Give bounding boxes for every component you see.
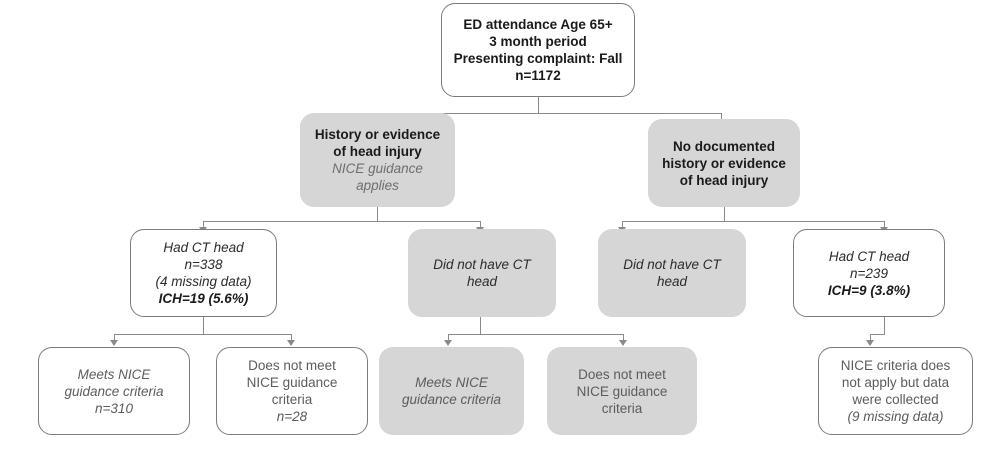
- nicena-line-4: (9 missing data): [847, 409, 944, 424]
- arrow-to-nice-na: [866, 340, 874, 346]
- noctleft-line-2: head: [466, 274, 498, 289]
- arrow-to-meets-mid: [444, 340, 452, 346]
- root-line-1: ED attendance Age 65+: [463, 17, 613, 32]
- connector-noctleft-left-drop: [448, 334, 450, 343]
- root-line-2: 3 month period: [489, 34, 587, 49]
- connector-hiy-left-drop: [203, 221, 205, 230]
- meetsmid-line-2: guidance criteria: [401, 392, 502, 407]
- hin-line-2: history or evidence: [662, 155, 786, 171]
- connector-noctleft-bar: [448, 334, 624, 336]
- hin-line-3: of head injury: [679, 172, 769, 188]
- arrow-to-not-meets-left: [287, 340, 295, 346]
- hiy-line-3: NICE guidance: [332, 161, 423, 176]
- ed-attendance-root: ED attendance Age 65+ 3 month period Pre…: [441, 3, 635, 97]
- connector-noctleft-stem: [480, 317, 482, 334]
- meetsleft-line-3: n=310: [95, 400, 133, 416]
- history-or-evidence-head-injury: History or evidence of head injury NICE …: [300, 113, 455, 207]
- connector-ctleft-stem: [203, 317, 205, 334]
- had-ct-head-right: Had CT head n=239 ICH=9 (3.8%): [793, 229, 945, 317]
- nicena-line-2: not apply but data: [841, 375, 950, 390]
- noctleft-line-1: Did not have CT: [433, 257, 531, 272]
- noctright-line-1: Did not have CT: [623, 257, 721, 272]
- hin-line-1: No documented: [672, 138, 775, 154]
- ctleft-line-1: Had CT head: [163, 240, 244, 255]
- meetsleft-line-2: guidance criteria: [64, 383, 164, 399]
- notmeetsleft-line-4: n=28: [276, 409, 308, 424]
- connector-ctleft-right-drop: [291, 334, 293, 343]
- ctright-line-2: n=239: [850, 265, 888, 281]
- hiy-line-1: History or evidence: [314, 127, 441, 142]
- root-line-3: Presenting complaint: Fall: [453, 51, 623, 66]
- no-documented-head-injury: No documented history or evidence of hea…: [648, 119, 800, 207]
- hiy-line-4: applies: [356, 178, 399, 193]
- connector-hin-stem: [724, 207, 726, 221]
- meets-nice-criteria-left: Meets NICE guidance criteria n=310: [38, 347, 190, 435]
- connector-hiy-right-drop: [480, 221, 482, 230]
- meetsmid-line-1: Meets NICE: [415, 375, 488, 390]
- connector-root-stem: [538, 97, 540, 113]
- ctleft-line-4: ICH=19 (5.6%): [158, 291, 249, 306]
- meetsleft-line-1: Meets NICE: [77, 366, 151, 382]
- connector-ctleft-bar: [114, 334, 292, 336]
- ctright-line-1: Had CT head: [828, 248, 910, 264]
- connector-ctleft-left-drop: [114, 334, 116, 343]
- had-ct-head-left: Had CT head n=338 (4 missing data) ICH=1…: [130, 229, 277, 317]
- notmeetsmid-line-3: criteria: [601, 400, 643, 416]
- meets-nice-criteria-middle: Meets NICE guidance criteria: [379, 347, 524, 435]
- arrow-to-meets-left: [110, 340, 118, 346]
- notmeetsleft-line-1: Does not meet: [248, 358, 336, 373]
- ctleft-line-3: (4 missing data): [155, 274, 252, 289]
- does-not-meet-nice-criteria-middle: Does not meet NICE guidance criteria: [547, 347, 697, 435]
- does-not-meet-nice-criteria-left: Does not meet NICE guidance criteria n=2…: [216, 347, 368, 435]
- nice-criteria-not-applicable: NICE criteria does not apply but data we…: [818, 347, 973, 435]
- did-not-have-ct-head-right: Did not have CT head: [598, 229, 746, 317]
- connector-root-bar: [377, 113, 722, 115]
- connector-hin-left-drop: [622, 221, 624, 230]
- notmeetsmid-line-2: NICE guidance: [576, 383, 668, 399]
- noctright-line-2: head: [656, 274, 688, 289]
- ctright-line-3: ICH=9 (3.8%): [827, 282, 911, 298]
- root-line-4: n=1172: [515, 68, 561, 83]
- connector-hiy-stem: [377, 207, 379, 221]
- notmeetsleft-line-2: NICE guidance: [246, 375, 338, 390]
- connector-noctleft-right-drop: [623, 334, 625, 343]
- notmeetsleft-line-3: criteria: [271, 392, 313, 407]
- connector-ctright-drop: [870, 334, 872, 343]
- connector-ctright-bar: [870, 334, 885, 336]
- nicena-line-1: NICE criteria does: [840, 358, 951, 373]
- connector-root-right-drop: [721, 113, 723, 122]
- connector-hin-bar: [622, 221, 885, 223]
- arrow-to-not-meets-mid: [619, 340, 627, 346]
- connector-hiy-bar: [203, 221, 481, 223]
- nicena-line-3: were collected: [852, 392, 939, 407]
- notmeetsmid-line-1: Does not meet: [578, 366, 666, 382]
- connector-hin-right-drop: [884, 221, 886, 230]
- connector-ctright-stem: [884, 317, 886, 334]
- did-not-have-ct-head-left: Did not have CT head: [408, 229, 556, 317]
- hiy-line-2: of head injury: [333, 144, 422, 159]
- ctleft-line-2: n=338: [184, 257, 223, 272]
